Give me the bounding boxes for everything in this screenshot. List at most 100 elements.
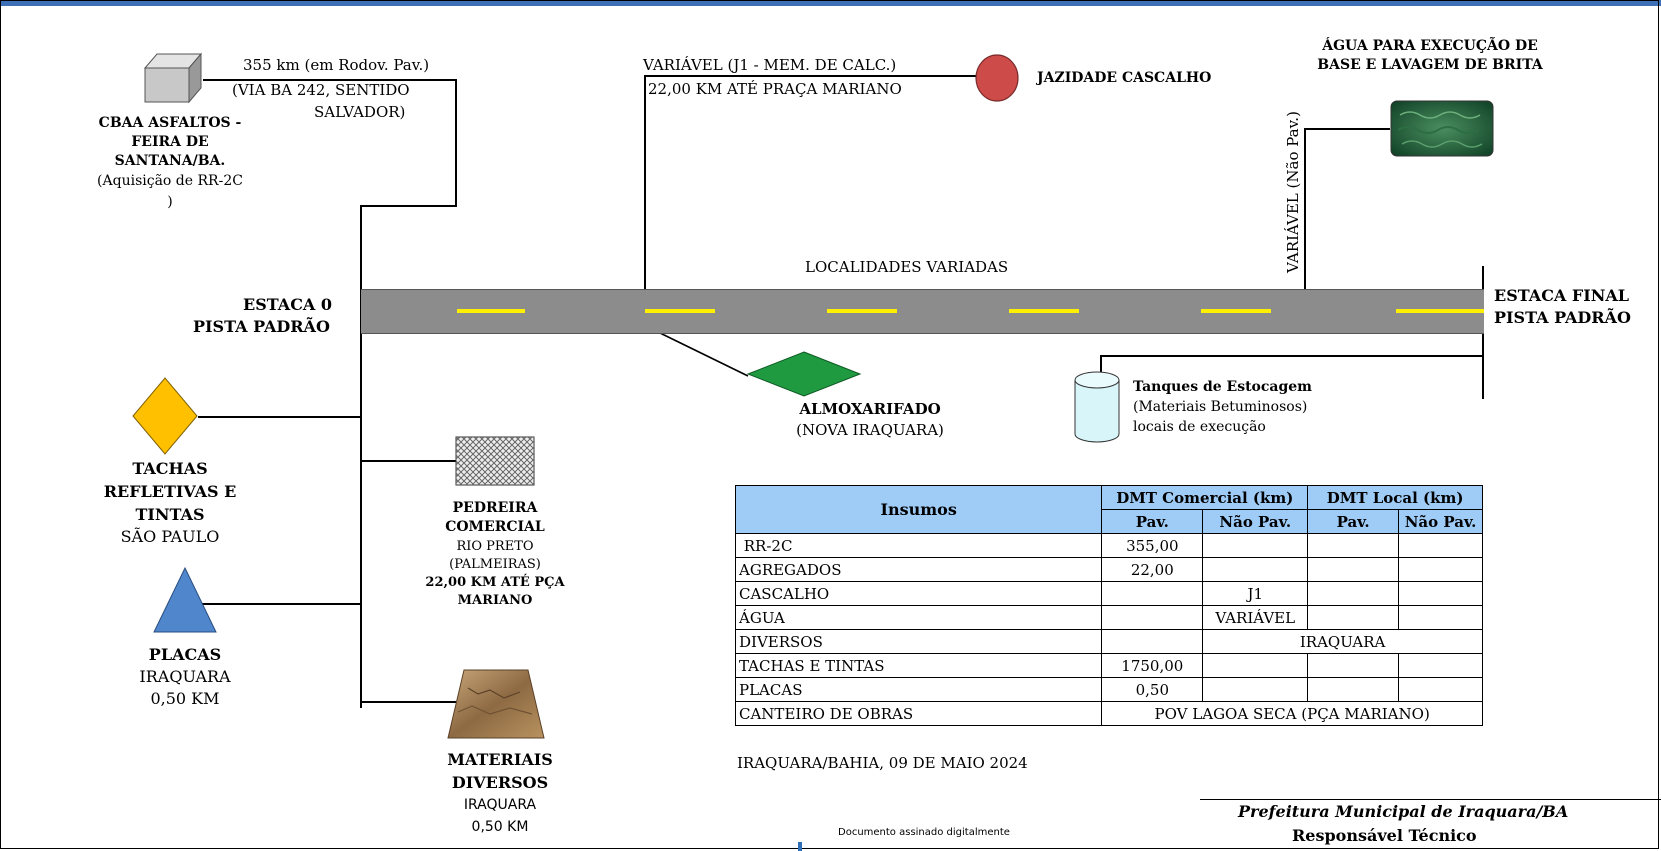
connector-line bbox=[203, 79, 457, 81]
cell-loc-pav bbox=[1307, 533, 1400, 558]
rock-trapezoid-icon bbox=[447, 669, 545, 739]
pedreira-line6: MARIANO bbox=[457, 593, 533, 608]
end-label-line2: PISTA PADRÃO bbox=[1494, 308, 1631, 327]
connector-line bbox=[190, 603, 362, 605]
subheader-pav: Pav. bbox=[1307, 509, 1400, 534]
cylinder-icon bbox=[1074, 371, 1120, 443]
cell-com-pav: 355,00 bbox=[1101, 533, 1204, 558]
cell-com-nao-pav: J1 bbox=[1202, 581, 1309, 606]
cell-loc-nao-pav bbox=[1398, 581, 1483, 606]
cell-com-nao-pav bbox=[1202, 677, 1309, 702]
cbaa-title-line1: CBAA ASFALTOS - bbox=[98, 115, 242, 131]
agua-route-label: VARIÁVEL (Não Pav.) bbox=[1284, 111, 1302, 273]
start-label-line1: ESTACA 0 bbox=[243, 295, 333, 314]
connector-line bbox=[657, 331, 749, 377]
lane-marking bbox=[827, 309, 897, 313]
box-icon bbox=[143, 52, 203, 104]
cell-insumo: PLACAS bbox=[734, 677, 1103, 702]
jazida-route-line1: VARIÁVEL (J1 - MEM. DE CALC.) bbox=[643, 56, 897, 74]
tachas-title-line1: TACHAS bbox=[132, 459, 208, 478]
connector-line bbox=[1100, 355, 1484, 357]
cell-loc-pav bbox=[1307, 605, 1400, 630]
cell-com-pav bbox=[1101, 581, 1204, 606]
dmt-table: Insumos DMT Comercial (km) DMT Local (km… bbox=[734, 485, 1483, 726]
cbaa-route-line2: (VIA BA 242, SENTIDO bbox=[232, 81, 410, 99]
cell-com-nao-pav bbox=[1202, 653, 1309, 678]
cell-merged-local: IRAQUARA bbox=[1202, 629, 1483, 654]
cell-com-nao-pav: VARIÁVEL bbox=[1202, 605, 1309, 630]
connector-line bbox=[644, 75, 646, 290]
agua-title-line1: ÁGUA PARA EXECUÇÃO DE bbox=[1322, 38, 1538, 54]
cell-insumo: CANTEIRO DE OBRAS bbox=[734, 701, 1103, 726]
org-name: Prefeitura Municipal de Iraquara/BA bbox=[1238, 802, 1569, 821]
tanques-title: Tanques de Estocagem bbox=[1133, 379, 1312, 395]
end-label-line1: ESTACA FINAL bbox=[1494, 286, 1630, 305]
cell-loc-nao-pav bbox=[1398, 677, 1483, 702]
cbaa-note-line2: ) bbox=[167, 194, 173, 210]
connector-line bbox=[360, 701, 464, 703]
lane-marking bbox=[457, 309, 525, 313]
subheader-pav: Pav. bbox=[1101, 509, 1204, 534]
materiais-distance: 0,50 KM bbox=[471, 819, 529, 835]
jazida-title: JAZIDADE CASCALHO bbox=[1037, 70, 1212, 86]
table-row: TACHAS E TINTAS 1750,00 bbox=[734, 653, 1483, 678]
table-row: CASCALHO J1 bbox=[734, 581, 1483, 606]
placas-place: IRAQUARA bbox=[139, 667, 231, 686]
diamond-icon bbox=[132, 377, 198, 455]
tanques-line2: (Materiais Betuminosos) bbox=[1133, 399, 1308, 415]
cell-insumo: RR-2C bbox=[734, 533, 1103, 558]
cell-loc-nao-pav bbox=[1398, 557, 1483, 582]
tachas-title-line3: TINTAS bbox=[135, 505, 205, 524]
cell-loc-nao-pav bbox=[1398, 533, 1483, 558]
lane-marking bbox=[1396, 309, 1484, 313]
cell-loc-pav bbox=[1307, 581, 1400, 606]
pedreira-title-line2: COMERCIAL bbox=[445, 519, 545, 535]
tachas-place: SÃO PAULO bbox=[120, 527, 220, 546]
cell-insumo: ÁGUA bbox=[734, 605, 1103, 630]
pedreira-line4: (PALMEIRAS) bbox=[449, 557, 541, 572]
lane-marking bbox=[645, 309, 715, 313]
pedreira-line3: RIO PRETO bbox=[456, 539, 534, 554]
water-texture-icon bbox=[1390, 100, 1494, 157]
cell-loc-pav bbox=[1307, 557, 1400, 582]
cell-com-nao-pav bbox=[1202, 533, 1309, 558]
lane-marking bbox=[1009, 309, 1079, 313]
agua-title-line2: BASE E LAVAGEM DE BRITA bbox=[1317, 57, 1543, 73]
signature-mark-icon bbox=[798, 842, 802, 851]
connector-line bbox=[644, 75, 979, 77]
cell-insumo: DIVERSOS bbox=[734, 629, 1103, 654]
table-row: AGREGADOS 22,00 bbox=[734, 557, 1483, 582]
jazida-route-line2: 22,00 KM ATÉ PRAÇA MARIANO bbox=[648, 80, 902, 98]
header-band bbox=[0, 0, 1661, 6]
cell-com-pav: 0,50 bbox=[1101, 677, 1204, 702]
triangle-icon bbox=[153, 566, 217, 633]
cell-com-pav bbox=[1101, 605, 1204, 630]
signed-note: Documento assinado digitalmente bbox=[838, 827, 1010, 838]
connector-line bbox=[198, 416, 362, 418]
cell-loc-pav bbox=[1307, 653, 1400, 678]
cell-insumo: AGREGADOS bbox=[734, 557, 1103, 582]
table-row: ÁGUA VARIÁVEL bbox=[734, 605, 1483, 630]
table-row: PLACAS 0,50 bbox=[734, 677, 1483, 702]
tanques-line3: locais de execução bbox=[1133, 419, 1266, 435]
cbaa-note-line1: (Aquisição de RR-2C bbox=[97, 173, 243, 189]
cell-loc-pav bbox=[1307, 677, 1400, 702]
tachas-title-line2: REFLETIVAS E bbox=[103, 482, 237, 501]
cell-loc-nao-pav bbox=[1398, 605, 1483, 630]
cbaa-title-line3: SANTANA/BA. bbox=[114, 153, 226, 169]
signature-line bbox=[1200, 799, 1661, 800]
materiais-place: IRAQUARA bbox=[463, 797, 537, 813]
table-row: RR-2C 355,00 bbox=[734, 533, 1483, 558]
header-dmt-local: DMT Local (km) bbox=[1307, 485, 1483, 510]
connector-line bbox=[1100, 355, 1102, 372]
cbaa-route-line3: SALVADOR) bbox=[314, 103, 406, 121]
responsavel: Responsável Técnico bbox=[1292, 826, 1477, 845]
materiais-title-line2: DIVERSOS bbox=[451, 773, 549, 792]
cell-loc-nao-pav bbox=[1398, 653, 1483, 678]
hatched-square-icon bbox=[455, 436, 535, 486]
cell-com-pav: 22,00 bbox=[1101, 557, 1204, 582]
almoxarifado-title: ALMOXARIFADO bbox=[799, 400, 941, 418]
placas-title: PLACAS bbox=[148, 645, 222, 664]
cell-com-nao-pav bbox=[1202, 557, 1309, 582]
localities-label: LOCALIDADES VARIADAS bbox=[805, 258, 1009, 276]
